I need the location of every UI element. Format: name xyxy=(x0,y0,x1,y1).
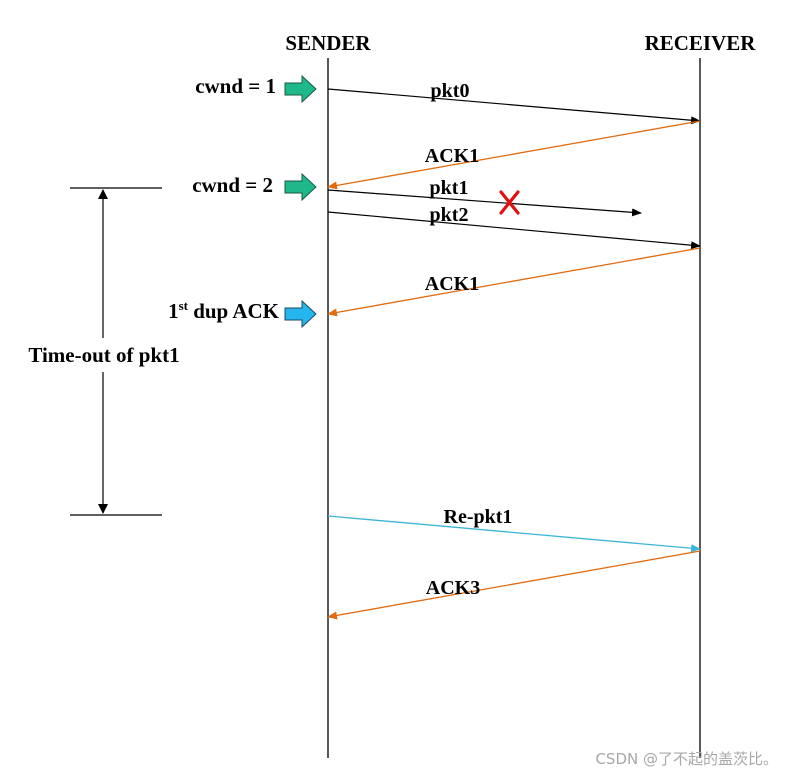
pkt2-label: pkt2 xyxy=(430,204,469,226)
re-pkt1-arrow xyxy=(327,515,701,553)
pkt0-label: pkt0 xyxy=(431,80,470,102)
pkt0-arrow xyxy=(327,88,701,125)
sender-header: SENDER xyxy=(285,31,371,55)
pkt2-arrow xyxy=(327,211,701,250)
cwnd-2-arrow-icon xyxy=(284,172,317,202)
re-pkt1-label: Re-pkt1 xyxy=(444,506,513,528)
packet-lost-x-icon xyxy=(499,190,520,215)
pkt1-label: pkt1 xyxy=(430,177,469,199)
ack1-first-label: ACK1 xyxy=(425,145,479,167)
timeout-label: Time-out of pkt1 xyxy=(28,343,179,367)
ack3-arrow xyxy=(327,550,701,620)
cwnd-1-arrow-icon xyxy=(284,74,317,104)
receiver-header: RECEIVER xyxy=(645,31,757,55)
pkt1-arrow xyxy=(327,189,642,217)
cwnd-1-label: cwnd = 1 xyxy=(195,74,276,98)
csdn-watermark: CSDN @了不起的盖茨比。 xyxy=(595,750,778,768)
dup-ack-label: 1st dup ACK xyxy=(168,298,280,323)
dup-ack-arrow-icon xyxy=(284,299,317,329)
ack1-dup-arrow xyxy=(327,247,701,317)
ack3-label: ACK3 xyxy=(426,577,480,599)
cwnd-2-label: cwnd = 2 xyxy=(192,173,273,197)
ack1-first-arrow xyxy=(327,120,701,190)
ack1-dup-label: ACK1 xyxy=(425,273,479,295)
